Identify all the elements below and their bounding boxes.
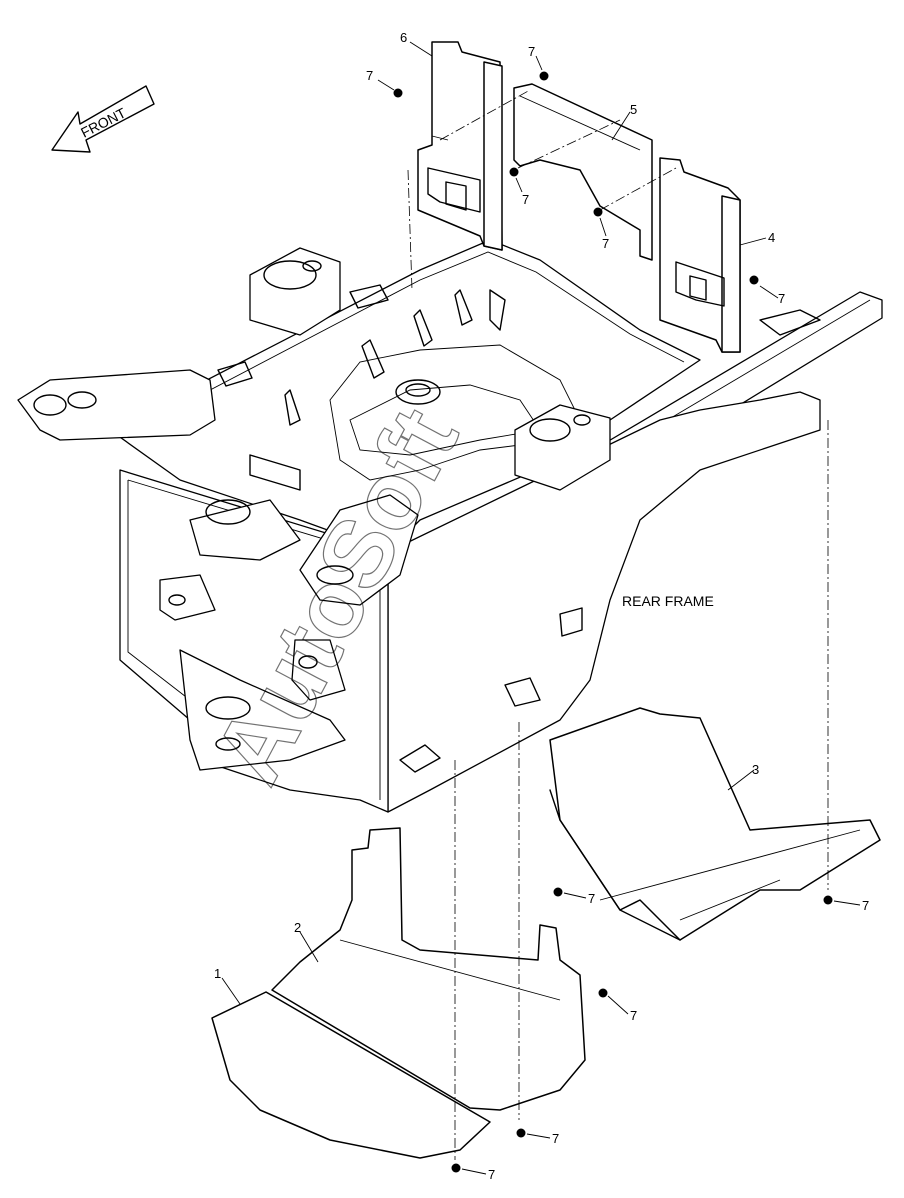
- callout-6: 6: [400, 30, 407, 45]
- bolt-1: [393, 88, 403, 98]
- front-arrow: FRONT: [51, 85, 155, 153]
- callout-7-d: 7: [602, 236, 609, 251]
- leader-lines: [221, 41, 861, 1175]
- panel-4: [659, 157, 741, 353]
- callout-1: 1: [214, 966, 221, 981]
- bolt-8: [598, 988, 608, 998]
- bolt-9: [516, 1128, 526, 1138]
- cover-2: [271, 827, 586, 1111]
- bolt-5: [749, 275, 759, 285]
- bolt-2: [539, 71, 549, 81]
- rear-frame: [17, 239, 883, 813]
- callout-2: 2: [294, 920, 301, 935]
- callout-7-a: 7: [366, 68, 373, 83]
- bolt-6: [553, 887, 563, 897]
- callout-5: 5: [630, 102, 637, 117]
- cover-3: [549, 707, 881, 941]
- callout-7-g: 7: [862, 898, 869, 913]
- center-lines: [407, 89, 829, 1160]
- callout-7-b: 7: [528, 44, 535, 59]
- callout-7-f: 7: [588, 891, 595, 906]
- panel-6: [417, 41, 503, 251]
- callout-7-h: 7: [630, 1008, 637, 1023]
- callout-4: 4: [768, 230, 775, 245]
- bolt-4: [593, 207, 603, 217]
- callout-7-i: 7: [552, 1131, 559, 1146]
- callout-3: 3: [752, 762, 759, 777]
- cover-1: [211, 991, 491, 1159]
- panel-5: [513, 83, 653, 261]
- callout-7-c: 7: [522, 192, 529, 207]
- bolt-3: [509, 167, 519, 177]
- callout-7-j: 7: [488, 1167, 495, 1182]
- bolt-7: [823, 895, 833, 905]
- bolt-10: [451, 1163, 461, 1173]
- rear-frame-label: REAR FRAME: [622, 593, 714, 609]
- callout-7-e: 7: [778, 291, 785, 306]
